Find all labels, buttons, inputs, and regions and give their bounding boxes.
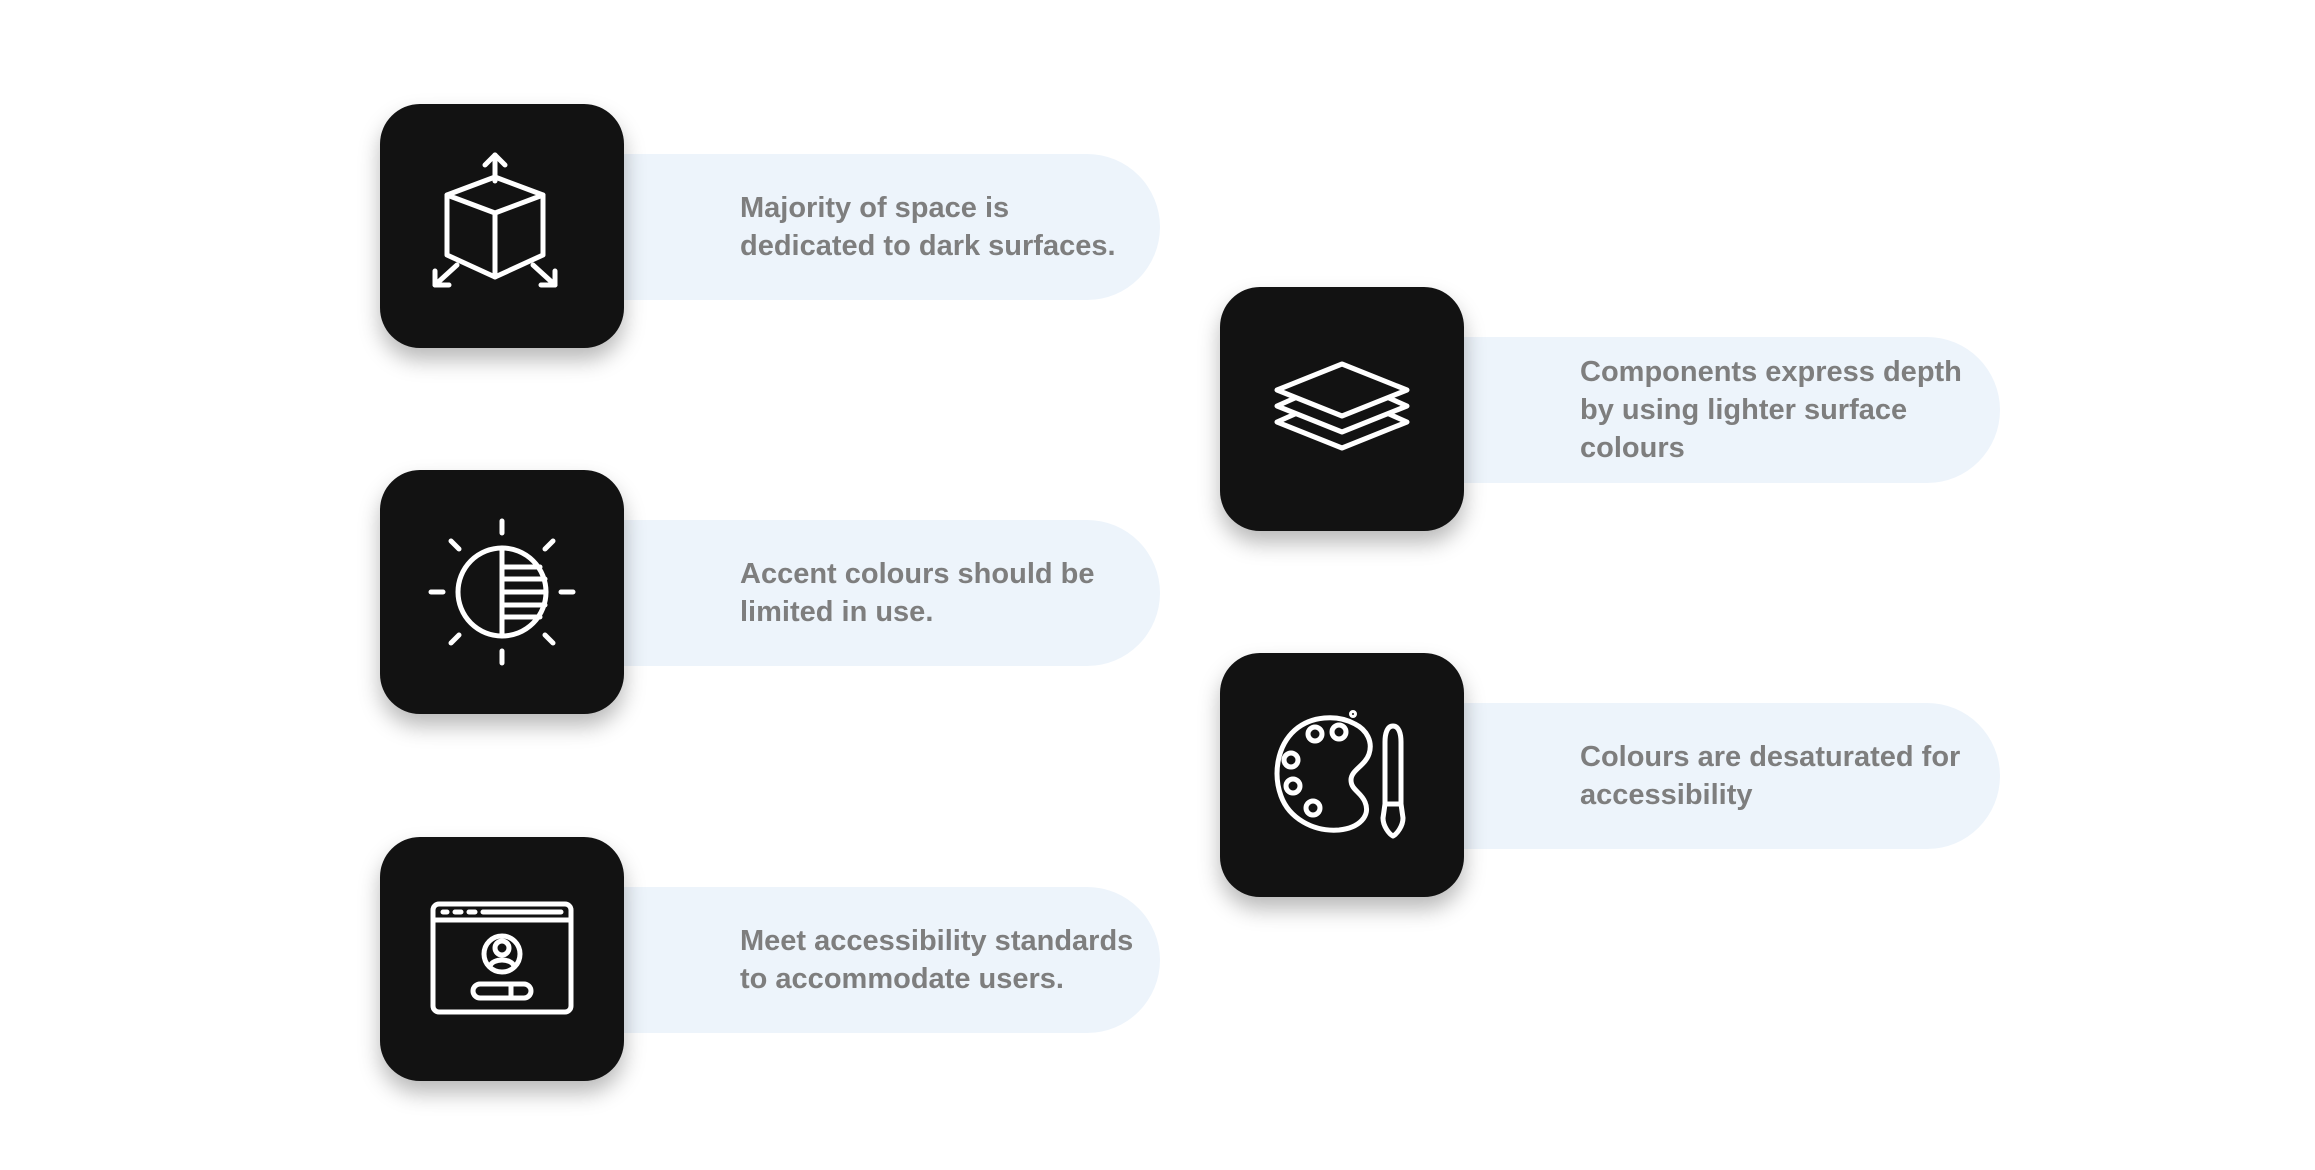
- principle-pill: Accent colours should be limited in use.: [540, 520, 1160, 666]
- palette-brush-icon: [1274, 710, 1406, 839]
- principle-text: Components express depth by using lighte…: [1580, 356, 1962, 464]
- principle-pill: Components express depth by using lighte…: [1380, 337, 2000, 483]
- icon-tile: [380, 470, 624, 714]
- contrast-sun-icon: [428, 518, 576, 666]
- principle-pill: Colours are desaturated for accessibilit…: [1380, 703, 2000, 849]
- browser-user-icon: [430, 901, 574, 1015]
- cube-expand-icon: [432, 152, 558, 288]
- principle-card-desaturated: Colours are desaturated for accessibilit…: [1220, 653, 2000, 901]
- layers-icon: [1274, 361, 1410, 451]
- principle-card-accent-colours: Accent colours should be limited in use.: [380, 470, 1160, 718]
- icon-tile: [380, 837, 624, 1081]
- icon-tile: [1220, 287, 1464, 531]
- principle-card-accessibility-standards: Meet accessibility standards to accommod…: [380, 837, 1160, 1085]
- principle-text: Accent colours should be limited in use.: [740, 558, 1095, 628]
- principle-pill: Majority of space is dedicated to dark s…: [540, 154, 1160, 300]
- principle-card-dark-surfaces: Majority of space is dedicated to dark s…: [380, 104, 1160, 352]
- principle-text: Colours are desaturated for accessibilit…: [1580, 741, 1961, 811]
- icon-tile: [1220, 653, 1464, 897]
- principle-pill: Meet accessibility standards to accommod…: [540, 887, 1160, 1033]
- icon-tile: [380, 104, 624, 348]
- principle-card-depth: Components express depth by using lighte…: [1220, 287, 2000, 535]
- principle-text: Majority of space is dedicated to dark s…: [740, 192, 1116, 262]
- principle-text: Meet accessibility standards to accommod…: [740, 925, 1134, 995]
